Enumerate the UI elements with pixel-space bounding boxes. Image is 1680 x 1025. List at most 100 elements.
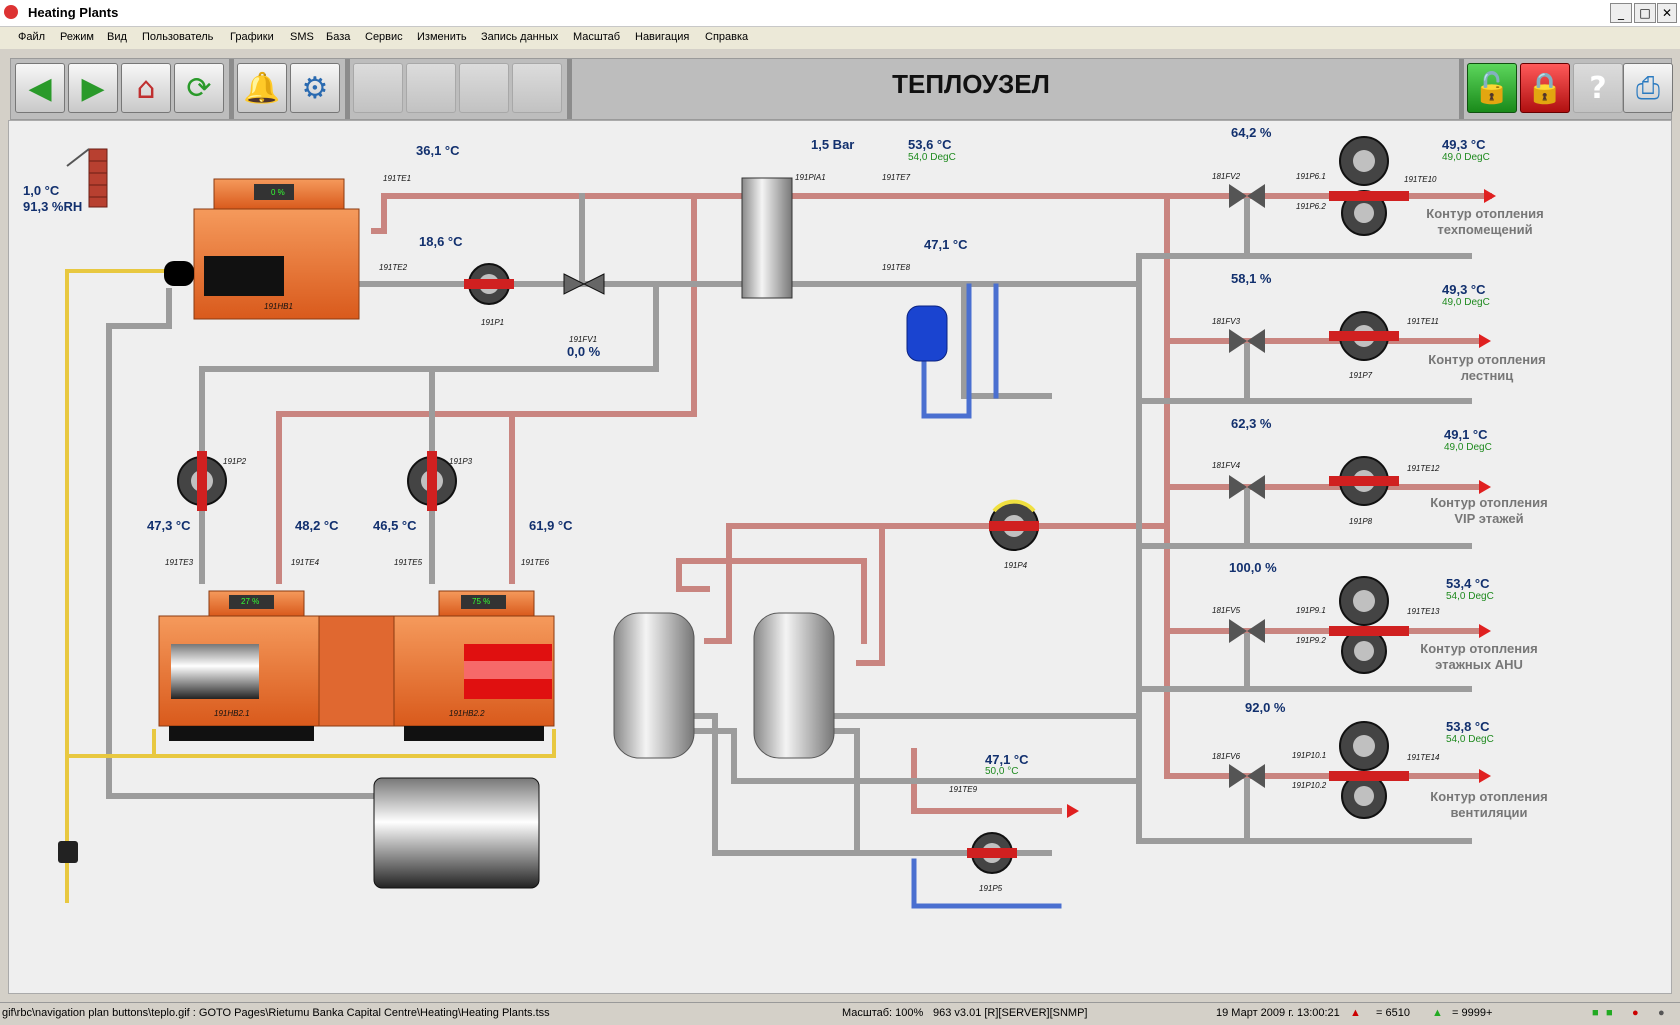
sensor-191te6-value[interactable]: 61,9 °C xyxy=(529,518,573,533)
blank-button-4[interactable] xyxy=(512,63,562,113)
warning-icon[interactable]: ▲ xyxy=(1350,1007,1361,1019)
sensor-191te3-value[interactable]: 47,3 °C xyxy=(147,518,191,533)
sensor-191te10-value[interactable]: 49,3 °C xyxy=(1442,137,1486,152)
circuit-equipment[interactable] xyxy=(1229,136,1409,819)
menu-data-recording[interactable]: Запись данных xyxy=(481,31,559,43)
valve-181fv2-value[interactable]: 64,2 % xyxy=(1231,125,1272,140)
pump-191p2-tag: 191P2 xyxy=(223,457,247,466)
pipe-network xyxy=(58,136,1496,909)
app-icon xyxy=(4,5,18,19)
print-button[interactable]: ⎙ xyxy=(1623,63,1673,113)
sensor-191te14-value[interactable]: 53,8 °C xyxy=(1446,719,1490,734)
storage-tanks[interactable] xyxy=(613,612,835,759)
outdoor-wall xyxy=(66,148,108,208)
back-button[interactable]: ◀ xyxy=(15,63,65,113)
sensor-191te9-value[interactable]: 47,1 °C xyxy=(985,752,1029,767)
sensor-191pia1-value[interactable]: 1,5 Bar xyxy=(811,137,855,152)
blank-button-1[interactable] xyxy=(353,63,403,113)
pump-191p3[interactable] xyxy=(407,451,457,511)
alarms-button[interactable]: 🔔 xyxy=(237,63,287,113)
blank-button-2[interactable] xyxy=(406,63,456,113)
bell-icon: 🔔 xyxy=(243,71,281,106)
pump-191p4[interactable] xyxy=(989,499,1039,551)
maximize-button[interactable]: □ xyxy=(1634,3,1656,23)
boiler-191hb21-load: 27 % xyxy=(241,597,260,606)
menu-navigation[interactable]: Навигация xyxy=(635,31,690,43)
sensor-191te9-tag: 191TE9 xyxy=(949,785,978,794)
gear-icon: ⚙ xyxy=(301,71,329,106)
unlock-button[interactable]: 🔓 xyxy=(1467,63,1517,113)
up-arrow-icon: ▲ xyxy=(1432,1007,1443,1019)
valve-191fv1[interactable] xyxy=(563,273,605,295)
sensor-191te7-tag: 191TE7 xyxy=(882,173,911,182)
menu-user[interactable]: Пользователь xyxy=(142,31,214,43)
outdoor-humidity: 91,3 %RH xyxy=(23,199,83,214)
pump-191p5-tag: 191P5 xyxy=(979,884,1003,893)
sensor-191te1-value[interactable]: 36,1 °C xyxy=(416,143,460,158)
pump-191p7-tag: 191P7 xyxy=(1349,371,1373,380)
sensor-191te7-value[interactable]: 53,6 °C xyxy=(908,137,952,152)
boiler-191hb2[interactable] xyxy=(158,590,555,741)
expansion-vessel[interactable] xyxy=(906,305,948,362)
window-title: Heating Plants xyxy=(28,5,119,20)
sensor-191te2-value[interactable]: 18,6 °C xyxy=(419,234,463,249)
minimize-button[interactable]: _ xyxy=(1610,3,1632,23)
valve-181fv4-tag: 181FV4 xyxy=(1212,461,1241,470)
lock-button[interactable]: 🔒 xyxy=(1520,63,1570,113)
menu-edit[interactable]: Изменить xyxy=(417,31,467,43)
valve-181fv6-value[interactable]: 92,0 % xyxy=(1245,700,1286,715)
valve-191fv1-value[interactable]: 0,0 % xyxy=(567,344,601,359)
menu-scale[interactable]: Масштаб xyxy=(573,31,621,43)
sensor-191pia1-tag: 191PIA1 xyxy=(795,173,826,182)
sensor-191te8-value[interactable]: 47,1 °C xyxy=(924,237,968,252)
sensor-191te14-setpoint: 54,0 DegC xyxy=(1446,734,1494,745)
valve-181fv4-value[interactable]: 62,3 % xyxy=(1231,416,1272,431)
sensor-191te5-value[interactable]: 46,5 °C xyxy=(373,518,417,533)
forward-button[interactable]: ▶ xyxy=(68,63,118,113)
sensor-191te13-value[interactable]: 53,4 °C xyxy=(1446,576,1490,591)
pump-191p5[interactable] xyxy=(967,832,1017,874)
menu-file[interactable]: Файл xyxy=(18,31,46,43)
pump-191p8-tag: 191P8 xyxy=(1349,517,1373,526)
help-button[interactable]: ? xyxy=(1573,63,1623,113)
menu-database[interactable]: База xyxy=(326,31,351,43)
sensor-191te12-value[interactable]: 49,1 °C xyxy=(1444,427,1488,442)
home-icon: ⌂ xyxy=(136,71,156,106)
heat-exchanger[interactable] xyxy=(741,177,793,299)
pump-191p2[interactable] xyxy=(177,451,227,511)
boiler-191hb21-tag: 191HB2.1 xyxy=(214,709,250,718)
valve-191fv1-tag: 191FV1 xyxy=(569,335,598,344)
network-icon: ■ xyxy=(1592,1007,1599,1019)
server-icon: ■ xyxy=(1606,1007,1613,1019)
home-button[interactable]: ⌂ xyxy=(121,63,171,113)
sensor-191te4-value[interactable]: 48,2 °C xyxy=(295,518,339,533)
refresh-icon: ⟳ xyxy=(186,71,212,106)
valve-181fv3-value[interactable]: 58,1 % xyxy=(1231,271,1272,286)
valve-181fv5-value[interactable]: 100,0 % xyxy=(1229,560,1277,575)
sensor-191te10-setpoint: 49,0 DegC xyxy=(1442,152,1490,163)
menu-graphs[interactable]: Графики xyxy=(230,31,274,43)
boiler-191hb1[interactable] xyxy=(164,178,360,320)
valve-181fv2-tag: 181FV2 xyxy=(1212,172,1241,181)
pump-191p102-tag: 191P10.2 xyxy=(1292,781,1327,790)
sensor-191te11-value[interactable]: 49,3 °C xyxy=(1442,282,1486,297)
menu-view[interactable]: Вид xyxy=(107,31,127,43)
menu-mode[interactable]: Режим xyxy=(60,31,94,43)
refresh-button[interactable]: ⟳ xyxy=(174,63,224,113)
fuel-tank[interactable] xyxy=(373,777,540,889)
blank-button-3[interactable] xyxy=(459,63,509,113)
pump-191p1[interactable] xyxy=(464,263,514,305)
menu-service[interactable]: Сервис xyxy=(365,31,403,43)
menu-sms[interactable]: SMS xyxy=(290,31,314,43)
sensor-191te11-setpoint: 49,0 DegC xyxy=(1442,297,1490,308)
boiler-191hb22-tag: 191HB2.2 xyxy=(449,709,485,718)
menu-help[interactable]: Справка xyxy=(705,31,749,43)
settings-button[interactable]: ⚙ xyxy=(290,63,340,113)
valve-181fv3-tag: 181FV3 xyxy=(1212,317,1241,326)
close-button[interactable]: ✕ xyxy=(1657,3,1677,23)
sensor-191te12-setpoint: 49,0 DegC xyxy=(1444,442,1492,453)
